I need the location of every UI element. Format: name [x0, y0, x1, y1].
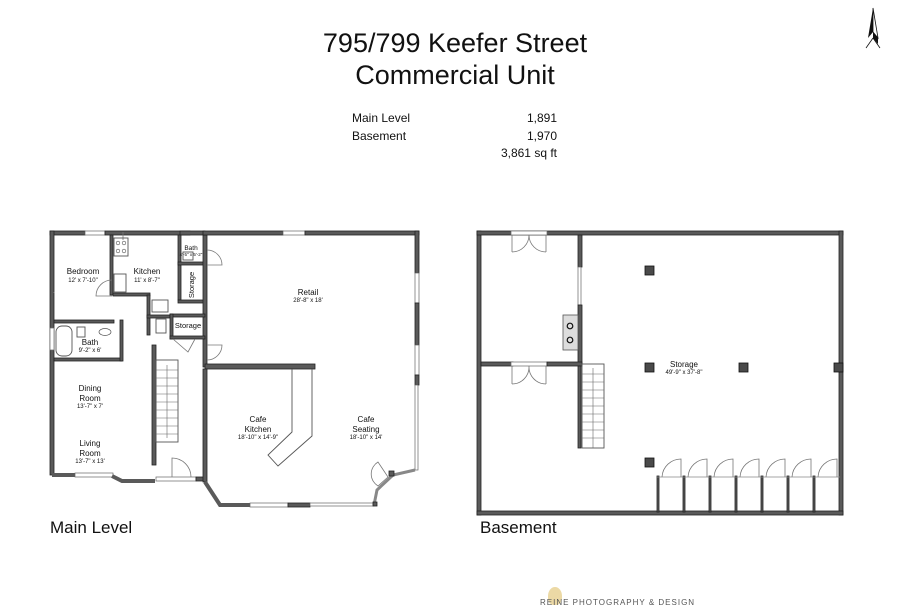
room-kitchen-dims: 11' x 8'-7" — [134, 278, 160, 284]
area-value-basement: 1,970 — [526, 129, 557, 143]
room-dining-line1: Dining — [79, 384, 102, 393]
room-cafe-seating-dims: 18'-10" x 14' — [350, 435, 383, 441]
room-basement-storage-dims: 49'-9" x 37'-8" — [666, 370, 703, 376]
room-cafe-seating-line1: Cafe — [358, 415, 375, 424]
north-arrow-icon — [865, 7, 881, 49]
photographer-credit: REINE PHOTOGRAPHY & DESIGN — [540, 598, 696, 607]
room-kitchen-name: Kitchen — [134, 267, 161, 276]
room-storage-name: Storage — [175, 321, 201, 330]
room-dining-line2: Room — [79, 394, 101, 403]
area-label-main-level: Main Level — [352, 111, 411, 125]
photographer-logo-icon — [548, 587, 562, 605]
room-living-line1: Living — [80, 439, 101, 448]
room-bedroom-name: Bedroom — [67, 267, 100, 276]
room-bedroom-dims: 12' x 7'-10" — [68, 278, 97, 284]
room-dining-dims: 13'-7" x 7' — [77, 404, 103, 410]
room-cafe-seating-line2: Seating — [352, 425, 379, 434]
plan-title-line2: Commercial Unit — [355, 60, 555, 90]
main-level-label: Main Level — [50, 518, 133, 537]
area-label-basement: Basement — [352, 129, 407, 143]
basement-plan — [476, 230, 844, 516]
area-value-main-level: 1,891 — [526, 111, 557, 125]
room-storage-vertical-name: Storage — [187, 272, 196, 298]
room-basement-storage-name: Storage — [670, 360, 699, 369]
room-cafe-kitchen-line1: Cafe — [250, 415, 267, 424]
area-value-total: 3,861 sq ft — [500, 146, 557, 160]
room-cafe-kitchen-dims: 18'-10" x 14'-9" — [238, 435, 278, 441]
room-bath-dims: 9'-2" x 6' — [79, 348, 102, 354]
room-living-line2: Room — [79, 449, 101, 458]
main-level-plan — [49, 230, 420, 508]
basement-label: Basement — [480, 518, 557, 537]
room-bath-small-name: Bath — [184, 245, 198, 252]
room-living-dims: 13'-7" x 13' — [75, 459, 104, 465]
room-retail-name: Retail — [298, 288, 319, 297]
room-cafe-kitchen-line2: Kitchen — [245, 425, 272, 434]
plan-title-line1: 795/799 Keefer Street — [322, 28, 588, 58]
room-retail-dims: 28'-8" x 18' — [293, 298, 322, 304]
room-bath-name: Bath — [82, 338, 98, 347]
room-bath-small-dims: 4'-5" x 5'-2" — [180, 252, 203, 257]
